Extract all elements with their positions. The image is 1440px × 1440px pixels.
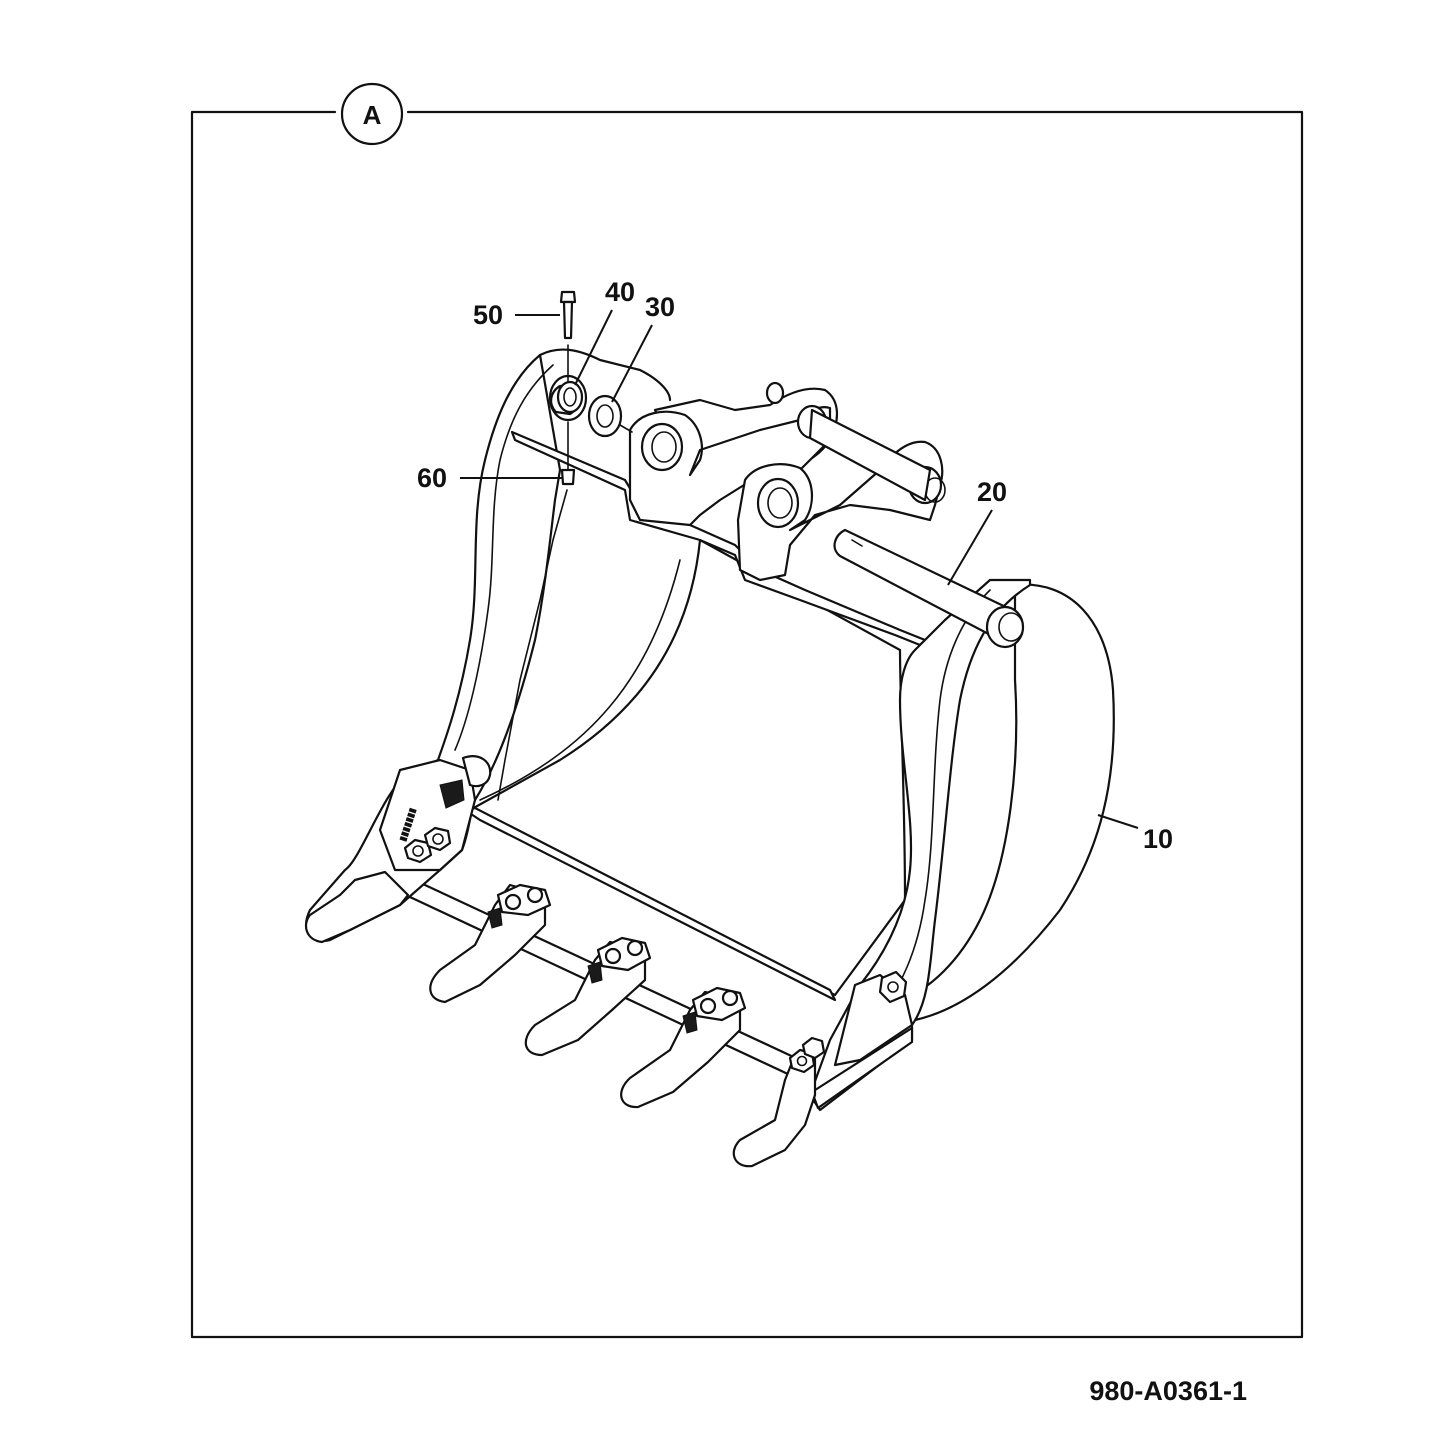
callout-60: 60 — [417, 463, 562, 493]
callout-10: 10 — [1097, 814, 1173, 854]
section-label: A — [363, 100, 382, 130]
part-30-shim — [587, 394, 633, 438]
callout-label-40: 40 — [605, 277, 635, 307]
tooth — [524, 940, 647, 1057]
callout-label-50: 50 — [473, 300, 503, 330]
tooth — [620, 990, 742, 1109]
tooth-clip — [682, 1011, 698, 1034]
callout-label-20: 20 — [977, 477, 1007, 507]
right-wear-plate — [810, 1026, 914, 1110]
bucket-inner-curve — [479, 559, 681, 801]
tooth — [732, 1048, 817, 1168]
callout-20: 20 — [947, 477, 1007, 586]
side-cutter-nut — [878, 970, 908, 1004]
section-marker: A — [340, 82, 404, 146]
diagram-frame — [190, 110, 1304, 1339]
callout-30: 30 — [611, 292, 675, 403]
callout-label-60: 60 — [417, 463, 447, 493]
right-plate-inner-edge — [879, 589, 991, 1011]
part-20-pin — [833, 528, 1025, 649]
tooth — [304, 870, 410, 944]
bucket-back-shell — [898, 583, 1115, 1022]
part-50-bolt — [559, 290, 577, 383]
tooth-clip — [587, 961, 603, 984]
rear-pin-rod — [808, 408, 932, 502]
left-cutter-bolts — [403, 826, 452, 864]
jcb-logo-plate — [439, 779, 465, 809]
left-side-cutter-hole — [461, 755, 492, 788]
callout-40: 40 — [574, 277, 635, 386]
part-40-bush — [550, 380, 584, 416]
bucket-left-side-plate — [304, 353, 562, 943]
callout-50: 50 — [473, 300, 560, 330]
corner-tooth-bolts — [788, 1036, 826, 1074]
callout-label-30: 30 — [645, 292, 675, 322]
left-plate-rim — [538, 348, 672, 402]
bucket-assembly: ▮▮▮▮▮▮▮ — [304, 348, 1115, 1168]
callout-label-10: 10 — [1143, 824, 1173, 854]
bucket-teeth — [304, 870, 826, 1168]
tooth-clip — [487, 907, 503, 929]
drawing-code: 980-A0361-1 — [1089, 1376, 1247, 1406]
part-60-nut — [497, 421, 576, 801]
left-plate-inner-edge — [454, 364, 554, 751]
